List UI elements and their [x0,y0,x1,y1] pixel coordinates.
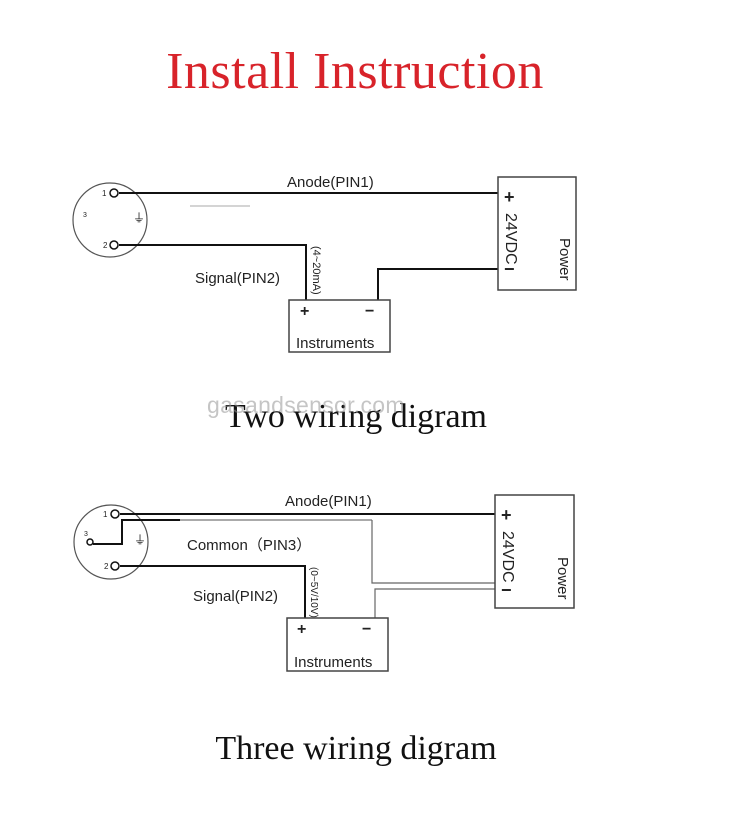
instruments-minus: − [362,621,371,638]
power-supply-box [494,494,575,609]
sensor-connector-1 [72,182,148,258]
return-wire [374,588,495,618]
instruments-label: Instruments [296,335,374,352]
power-supply-box [497,176,577,291]
signal-range-label: (4~20mA) [310,246,322,295]
page-title: Install Instruction [166,43,544,100]
two-wire-diagram: 1 2 3 ⏚ Anode(PIN1) Signal(PIN2) (4~20mA… [72,174,577,353]
pin1-terminal [109,188,119,198]
instruments-box [288,299,391,353]
ground-icon: ⏚ [134,533,146,547]
voltage-label: 24VDC [502,213,519,265]
power-minus: − [504,259,515,279]
common-label: Common（PIN3） [187,537,311,554]
signal-label: Signal(PIN2) [193,588,278,605]
pin3-number: 3 [83,212,87,219]
pin2-number: 2 [104,562,109,571]
signal-wire [119,244,307,300]
three-wire-caption: Three wiring digram [215,730,497,767]
pin3-number: 3 [84,531,88,538]
instruments-label: Instruments [294,654,372,671]
watermark: gasandsensor.com [207,392,405,418]
return-wire [377,268,498,300]
instruments-plus: + [297,621,306,638]
three-wire-diagram: 1 2 3 ⏚ Anode(PIN1) Common（PIN3） Signal(… [73,493,575,672]
pin1-number: 1 [103,510,108,519]
two-wire-caption: Two wiring digram [224,398,488,435]
signal-wire [120,565,306,618]
sensor-connector-2 [73,504,149,580]
ground-icon: ⏚ [133,211,145,225]
pin1-number: 1 [102,189,107,198]
instruments-plus: + [300,303,309,320]
pin3-terminal [86,538,94,546]
anode-label: Anode(PIN1) [285,493,372,510]
power-label: Power [556,238,573,281]
power-label: Power [554,557,571,600]
voltage-label: 24VDC [499,531,516,583]
power-plus: + [501,505,512,525]
signal-range-label: (0~5V/10V) [308,567,319,618]
common-wire-return [371,520,495,584]
pin1-terminal [110,509,120,519]
power-minus: − [501,580,512,600]
instruments-box [286,617,389,672]
instruments-minus: − [365,303,374,320]
pin2-terminal [110,561,120,571]
pin2-number: 2 [103,241,108,250]
signal-label: Signal(PIN2) [195,270,280,287]
anode-label: Anode(PIN1) [287,174,374,191]
common-wire-link [93,519,180,545]
power-plus: + [504,187,515,207]
pin2-terminal [109,240,119,250]
